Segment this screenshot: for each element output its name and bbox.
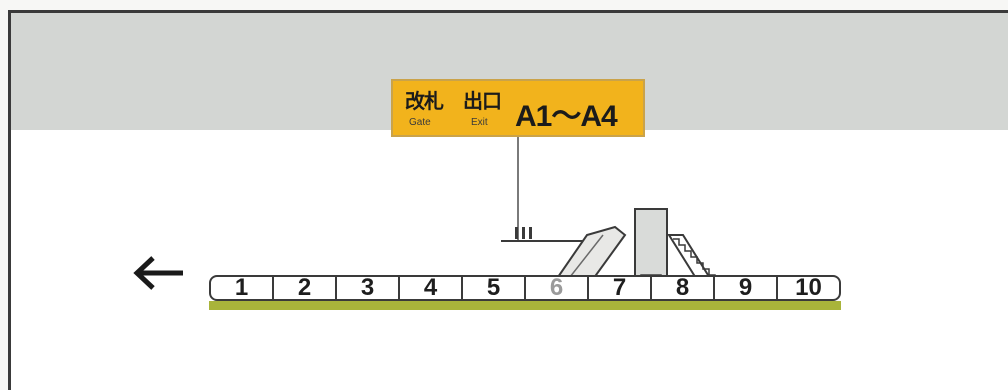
- car-4: 4: [399, 274, 462, 301]
- car-8: 8: [651, 274, 714, 301]
- car-3: 3: [336, 274, 399, 301]
- exit-label-en: Exit: [471, 117, 488, 128]
- car-6: 6: [525, 274, 588, 301]
- station-diagram: 改札 Gate 出口 Exit A1～A4: [8, 10, 1008, 390]
- car-10: 10: [777, 274, 841, 301]
- car-7: 7: [588, 274, 651, 301]
- exit-sign: 改札 Gate 出口 Exit A1～A4: [391, 79, 645, 137]
- car-9: 9: [714, 274, 777, 301]
- sign-pole: [517, 137, 519, 241]
- gate-label-jp: 改札: [405, 89, 444, 113]
- car-1: 1: [209, 274, 273, 301]
- car-2: 2: [273, 274, 336, 301]
- exit-destination: A1～A4: [515, 100, 618, 133]
- gate-label-en: Gate: [409, 117, 431, 128]
- exit-label-jp: 出口: [463, 89, 502, 113]
- left-arrow-icon: [133, 256, 183, 290]
- train-cars: 1 2 3 4 5 6 7 8 9 10: [209, 274, 841, 301]
- stairs-up-icon: [501, 227, 583, 242]
- car-5: 5: [462, 274, 525, 301]
- platform-edge: [209, 301, 841, 310]
